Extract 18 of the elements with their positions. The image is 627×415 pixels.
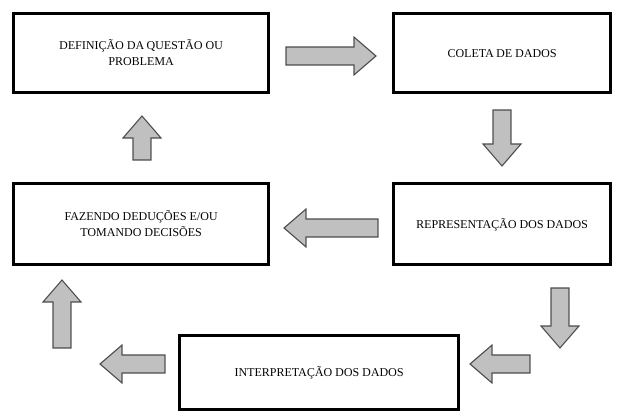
block-arrow bbox=[540, 287, 580, 349]
process-box bbox=[12, 182, 270, 266]
block-arrow bbox=[285, 36, 377, 76]
block-arrow bbox=[283, 208, 379, 248]
block-arrow bbox=[482, 109, 522, 167]
box-label: FAZENDO DEDUÇÕES E/OU TOMANDO DECISÕES bbox=[63, 208, 219, 240]
process-box bbox=[12, 12, 270, 94]
box-label: DEFINIÇÃO DA QUESTÃO OU PROBLEMA bbox=[58, 36, 224, 70]
block-arrow bbox=[42, 279, 82, 349]
box-label: COLETA DE DADOS bbox=[446, 44, 558, 62]
process-box bbox=[392, 182, 612, 266]
block-arrow bbox=[99, 344, 166, 384]
box-label: REPRESENTAÇÃO DOS DADOS bbox=[415, 216, 589, 232]
block-arrow bbox=[122, 115, 162, 161]
block-arrow bbox=[469, 344, 531, 384]
process-box bbox=[392, 12, 612, 94]
box-label: INTERPRETAÇÃO DOS DADOS bbox=[233, 364, 405, 381]
process-box bbox=[178, 334, 460, 411]
